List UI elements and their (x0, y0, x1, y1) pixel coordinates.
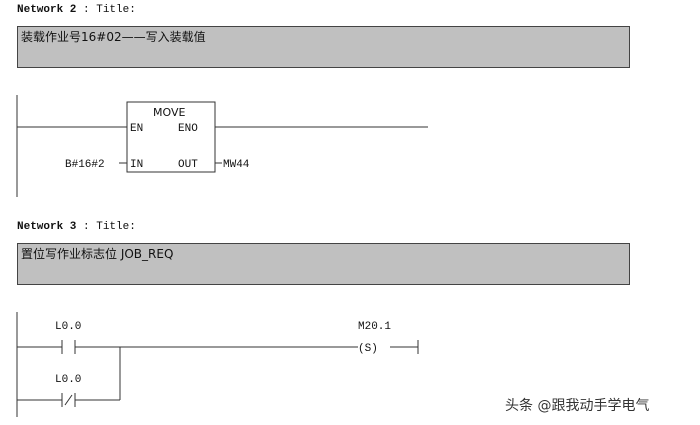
set-coil[interactable]: (S) (358, 343, 378, 355)
network-3-header: Network 3 : Title: (17, 221, 136, 233)
network-title: : Title: (83, 4, 136, 16)
network-2-comment[interactable]: 装载作业号16#02——写入装载值 (17, 26, 630, 68)
coil-address[interactable]: M20.1 (358, 321, 391, 333)
out-value[interactable]: MW44 (223, 159, 250, 171)
move-block[interactable] (126, 101, 216, 173)
eno-pin: ENO (178, 123, 198, 135)
block-name: MOVE (153, 106, 185, 119)
in-pin: IN (130, 159, 143, 171)
network-label: Network 2 (17, 4, 77, 16)
network-label: Network 3 (17, 221, 77, 233)
network-3-comment[interactable]: 置位写作业标志位 JOB_REQ (17, 243, 630, 285)
contact2-address[interactable]: L0.0 (55, 374, 81, 386)
network-title: : Title: (83, 221, 136, 233)
en-pin: EN (130, 123, 143, 135)
in-value[interactable]: B#16#2 (65, 159, 105, 171)
network-2-header: Network 2 : Title: (17, 4, 136, 16)
watermark: 头条 @跟我动手学电气 (505, 398, 650, 414)
contact1-address[interactable]: L0.0 (55, 321, 81, 333)
out-pin: OUT (178, 159, 198, 171)
